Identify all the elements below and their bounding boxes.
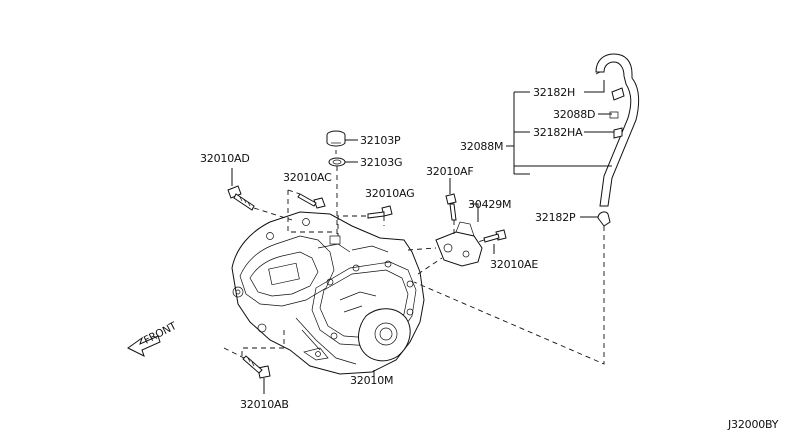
bolt-32010AC (297, 193, 326, 209)
label-32182H: 32182H (533, 86, 575, 99)
assembly-dashed-lines (223, 150, 605, 365)
label-32182P: 32182P (535, 211, 576, 224)
bracket-30429M (435, 221, 483, 267)
bolt-32010AE (483, 229, 507, 243)
label-32010M: 32010M (350, 374, 393, 387)
bolt-32010AG (367, 205, 393, 219)
label-32010AC: 32010AC (283, 171, 332, 184)
label-32103G: 32103G (360, 156, 402, 169)
label-32010AB: 32010AB (240, 398, 289, 411)
front-direction-arrow (127, 335, 161, 357)
transmission-case (231, 211, 425, 375)
bolt-32010AD (227, 185, 255, 211)
filler-plug-32103P (326, 130, 346, 147)
label-32010AE: 32010AE (490, 258, 538, 271)
label-32010AG: 32010AG (365, 187, 414, 200)
label-32010AD: 32010AD (200, 152, 250, 165)
leader-lines (231, 80, 614, 394)
breather-hose (595, 53, 640, 227)
label-32182HA: 32182HA (533, 126, 583, 139)
diagram-code: J32000BY (727, 418, 779, 431)
front-label: FRONT (142, 320, 179, 347)
label-30429M: 30429M (468, 198, 511, 211)
label-32088M: 32088M (460, 140, 503, 153)
bolt-32010AF (445, 193, 457, 221)
label-32010AF: 32010AF (426, 165, 473, 178)
bolt-32010AB (242, 355, 271, 379)
gasket-32103G (328, 157, 346, 167)
label-32088D: 32088D (553, 108, 595, 121)
label-32103P: 32103P (360, 134, 401, 147)
